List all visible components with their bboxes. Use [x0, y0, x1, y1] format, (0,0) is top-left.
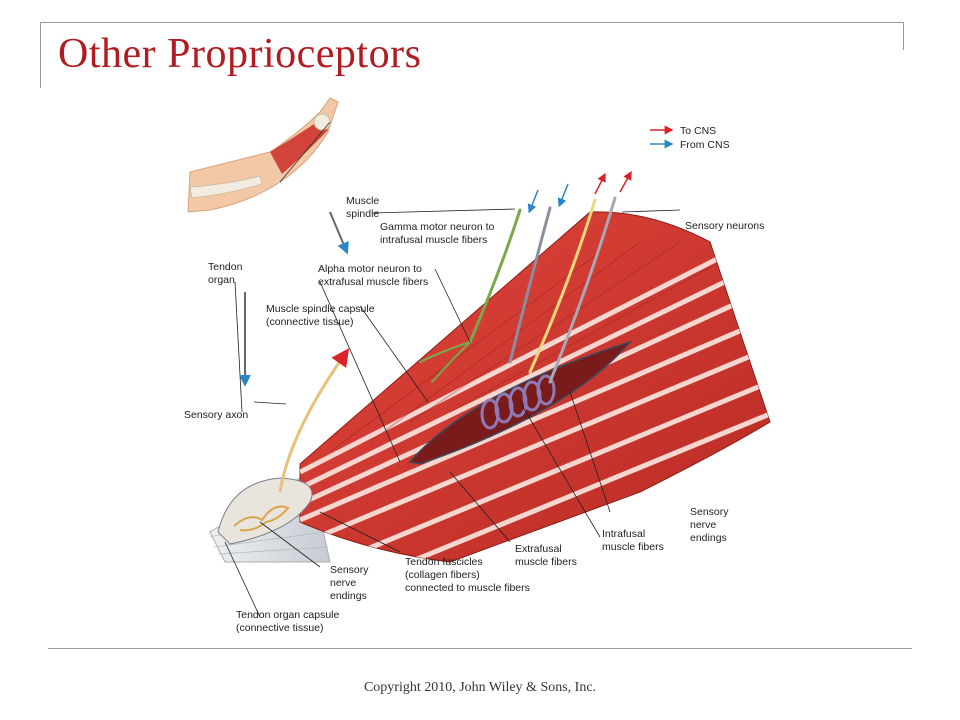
intrafusal-coils	[480, 374, 556, 430]
top-right-rule	[903, 22, 904, 50]
figure-labels: Muscle spindle Gamma motor neuron to int…	[184, 195, 764, 634]
top-rule	[40, 22, 904, 23]
arm-illustration	[187, 97, 339, 213]
slide-title: Other Proprioceptors	[58, 31, 422, 77]
legend-from-cns-label: From CNS	[680, 139, 730, 151]
label-sensory-nerve-endings-right: Sensory nerve endings	[690, 506, 731, 544]
label-extrafusal: Extrafusal muscle fibers	[515, 543, 577, 568]
muscle-spindle-cutaway	[408, 340, 633, 465]
label-gamma-motor: Gamma motor neuron to intrafusal muscle …	[380, 221, 497, 246]
label-tendon-capsule: Tendon organ capsule (connective tissue)	[236, 609, 342, 634]
muscle-striations	[300, 229, 770, 562]
label-alpha-motor: Alpha motor neuron to extrafusal muscle …	[318, 263, 428, 288]
bottom-rule	[48, 648, 912, 649]
label-sensory-axon: Sensory axon	[184, 409, 248, 421]
label-muscle-spindle: Muscle spindle	[346, 195, 382, 220]
to-cns-arrow-2	[619, 170, 632, 193]
sensory-axon	[278, 348, 350, 493]
copyright-footer: Copyright 2010, John Wiley & Sons, Inc.	[363, 680, 597, 695]
label-intrafusal: Intrafusal muscle fibers	[602, 528, 664, 553]
legend-to-cns-label: To CNS	[680, 125, 716, 137]
leader-lines	[224, 208, 681, 618]
label-spindle-capsule: Muscle spindle capsule (connective tissu…	[266, 303, 377, 328]
to-cns-arrow-1	[594, 172, 606, 195]
legend: To CNS From CNS	[650, 125, 730, 151]
tendon-organ-capsule	[217, 477, 313, 545]
muscle-spindle-pointer	[329, 211, 349, 255]
label-tendon-fascicles: Tendon fascicles (collagen fibers) conne…	[405, 556, 530, 594]
proprioceptor-figure: To CNS From CNS Muscle spindle	[184, 97, 771, 634]
label-sensory-neurons: Sensory neurons	[685, 220, 764, 232]
left-rule	[40, 22, 41, 88]
tendon-organ-nerve-endings	[233, 505, 290, 532]
label-tendon-organ: Tendon organ	[208, 261, 245, 286]
nerve-bundle	[419, 196, 617, 384]
from-cns-arrow-1	[527, 189, 539, 214]
from-cns-arrow-2	[557, 183, 569, 208]
label-sensory-nerve-endings-left: Sensory nerve endings	[330, 564, 371, 602]
